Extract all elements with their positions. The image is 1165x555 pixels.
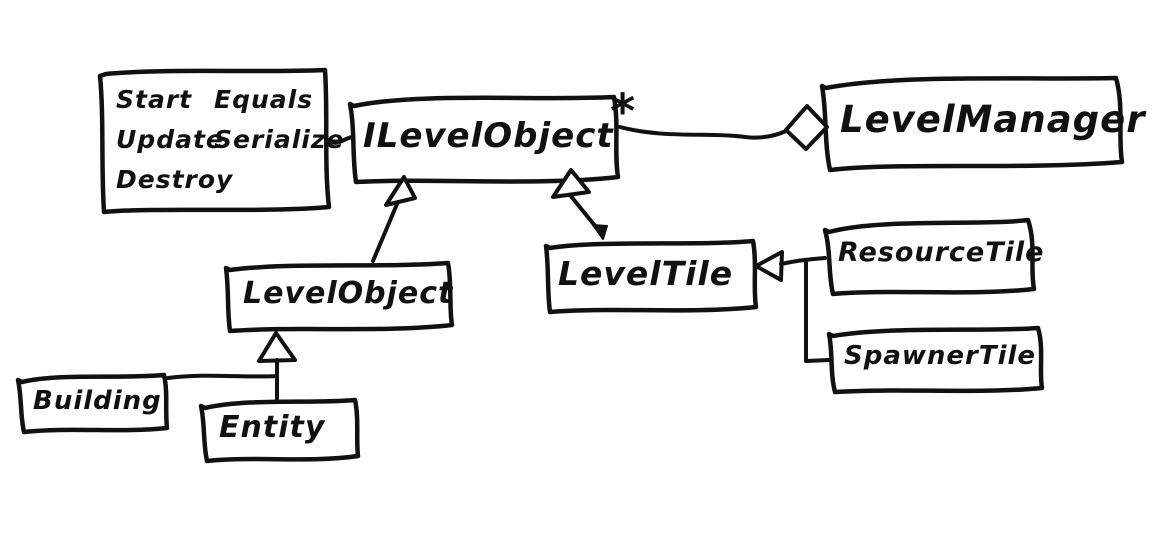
level-object-label: LevelObject xyxy=(243,276,454,311)
method-start: Start xyxy=(116,85,193,114)
aggregation-diamond xyxy=(784,104,829,151)
resource-tile-branch-line xyxy=(779,256,827,266)
resource-tile-label: ResourceTile xyxy=(838,237,1045,268)
level-tile-box xyxy=(543,238,759,315)
inheritance-arrowhead-levelobject xyxy=(384,175,417,207)
methods-note-left-column: Start Update Destroy xyxy=(116,80,233,200)
building-branch-line xyxy=(166,373,279,380)
methods-note-right-column: Equals Serialize xyxy=(214,80,344,160)
spawner-tile-branch-line xyxy=(804,358,831,363)
inheritance-arrowhead-entity xyxy=(257,331,297,363)
ilevel-object-box xyxy=(347,94,621,185)
aggregation-line xyxy=(618,125,788,140)
resource-tile-box xyxy=(822,217,1037,297)
inheritance-arrowhead-leveltile xyxy=(551,168,591,199)
methods-note-box xyxy=(97,67,332,215)
level-manager-box xyxy=(819,75,1125,173)
method-serialize: Serialize xyxy=(214,125,345,154)
building-box xyxy=(15,372,170,435)
method-update: Update xyxy=(116,125,224,154)
inheritance-arrowhead-tiles xyxy=(754,250,784,282)
spawner-tile-label: SpawnerTile xyxy=(844,341,1037,371)
leveltile-end-arrowhead xyxy=(592,224,608,240)
level-tile-label: LevelTile xyxy=(558,254,734,293)
method-equals: Equals xyxy=(214,85,314,114)
inheritance-shaft-levelobject xyxy=(371,202,399,263)
ilevel-object-label: ILevelObject xyxy=(363,116,614,156)
aggregation-multiplicity: * xyxy=(610,84,637,140)
level-manager-label: LevelManager xyxy=(840,98,1146,141)
entity-box xyxy=(198,397,361,464)
spawner-tile-box xyxy=(826,325,1045,395)
entity-label: Entity xyxy=(219,410,326,445)
note-attachment-line xyxy=(326,135,354,145)
level-object-box xyxy=(223,260,455,334)
building-label: Building xyxy=(33,386,162,416)
method-destroy: Destroy xyxy=(116,165,234,194)
